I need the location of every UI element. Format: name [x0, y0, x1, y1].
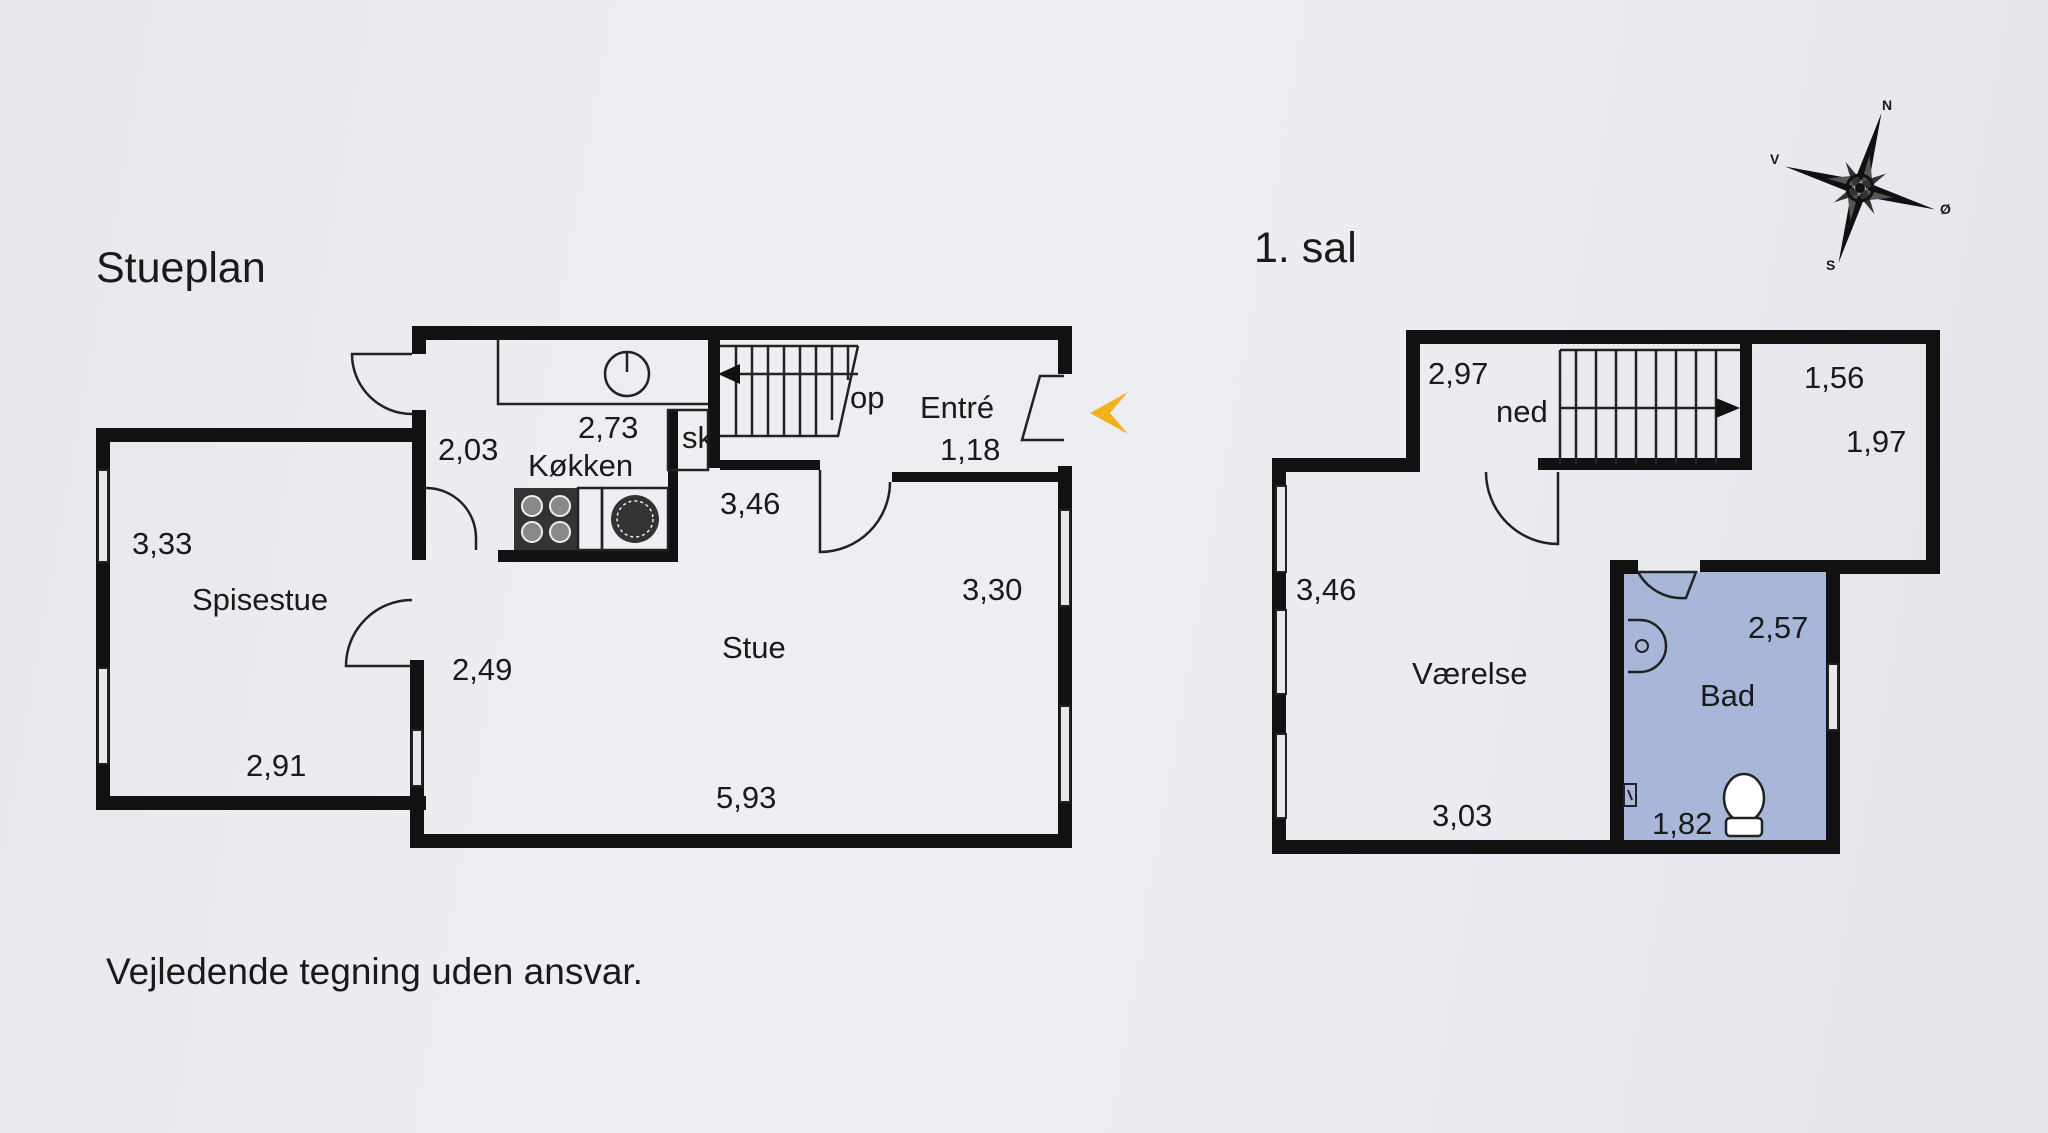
door-swing [350, 352, 413, 416]
wall [1058, 326, 1072, 374]
wall [96, 428, 426, 442]
window [1827, 663, 1839, 731]
wall [1406, 330, 1420, 470]
dimension-label: 1,18 [940, 432, 1000, 467]
wall [892, 472, 1072, 482]
ground-floor-title: Stueplan [96, 244, 266, 292]
staircase-icon [718, 344, 860, 438]
stove-icon [514, 488, 578, 550]
wall [1406, 330, 1940, 344]
room-label-koekken: Køkken [528, 448, 633, 483]
wall [1700, 560, 1940, 574]
wall [708, 340, 720, 468]
kitchen-counter [496, 340, 708, 406]
wall [96, 796, 426, 810]
dimension-label: 2,49 [452, 652, 512, 687]
wall [720, 460, 820, 470]
room-label-vaerelse: Værelse [1412, 656, 1527, 691]
toilet-icon [1722, 772, 1766, 838]
dimension-label: 5,93 [716, 780, 776, 815]
bathroom-sink-icon [1628, 618, 1668, 674]
wall [1272, 458, 1420, 472]
stove-burner [521, 495, 543, 517]
storage-closet [666, 408, 710, 472]
first-floor-title: 1. sal [1254, 224, 1357, 272]
stove-burner [549, 521, 571, 543]
window [1059, 509, 1071, 607]
stove-burner [521, 521, 543, 543]
compass-east-label: Ø [1940, 201, 1951, 217]
disclaimer-text: Vejledende tegning uden ansvar. [106, 951, 643, 992]
wall [410, 834, 1072, 848]
wall [1926, 330, 1940, 574]
dimension-label: 3,03 [1432, 798, 1492, 833]
dishwasher-icon [600, 486, 670, 552]
window [97, 469, 109, 563]
dimension-label: 1,56 [1804, 360, 1864, 395]
room-label-spisestue: Spisestue [192, 582, 328, 617]
wall [1272, 840, 1840, 854]
window [1059, 705, 1071, 803]
door-swing [344, 598, 413, 668]
stove-burner [549, 495, 571, 517]
dimension-label: 3,46 [720, 486, 780, 521]
dimension-label: 1,97 [1846, 424, 1906, 459]
door-swing [1636, 570, 1698, 600]
entry-arrow-icon [1090, 392, 1128, 434]
door-swing [818, 470, 892, 554]
dimension-label: 3,46 [1296, 572, 1356, 607]
wall [1556, 458, 1752, 470]
dimension-label: 2,91 [246, 748, 306, 783]
dimension-label: 2,97 [1428, 356, 1488, 391]
dimension-label: 3,30 [962, 572, 1022, 607]
room-label-sk: sk [682, 420, 714, 455]
ground-floor-plan [96, 326, 1128, 848]
wall [412, 326, 1072, 340]
door-swing [1484, 471, 1560, 546]
compass-west-label: V [1770, 151, 1780, 167]
room-label-entre: Entré [920, 390, 994, 425]
compass-rose-icon [1785, 113, 1935, 263]
door-swing [425, 486, 478, 550]
wall [498, 550, 678, 562]
wall [412, 326, 426, 354]
front-door-swing [1020, 374, 1064, 442]
window [97, 667, 109, 765]
dimension-label: 2,57 [1748, 610, 1808, 645]
fan-icon [611, 495, 659, 543]
wall [412, 410, 426, 560]
wall [1740, 344, 1752, 470]
compass-north-label: N [1882, 97, 1892, 113]
room-label-bad: Bad [1700, 678, 1755, 713]
window [1275, 609, 1287, 695]
wall [1610, 560, 1638, 574]
stair-label-op: op [850, 380, 884, 415]
shower-tap-icon [1623, 783, 1637, 807]
room-label-stue: Stue [722, 630, 786, 665]
stair-label-ned: ned [1496, 394, 1548, 429]
dimension-label: 3,33 [132, 526, 192, 561]
window [411, 729, 423, 787]
fan-icon [616, 500, 654, 538]
wall [668, 410, 678, 560]
first-floor-plan [1272, 330, 1940, 854]
kitchen-cabinet [576, 486, 604, 552]
dimension-label: 2,03 [438, 432, 498, 467]
window [1275, 485, 1287, 573]
compass-south-label: S [1826, 257, 1835, 273]
window [1275, 733, 1287, 819]
dimension-label: 2,73 [578, 410, 638, 445]
staircase-icon [1558, 348, 1740, 464]
wall [1610, 560, 1624, 854]
dimension-label: 1,82 [1652, 806, 1712, 841]
